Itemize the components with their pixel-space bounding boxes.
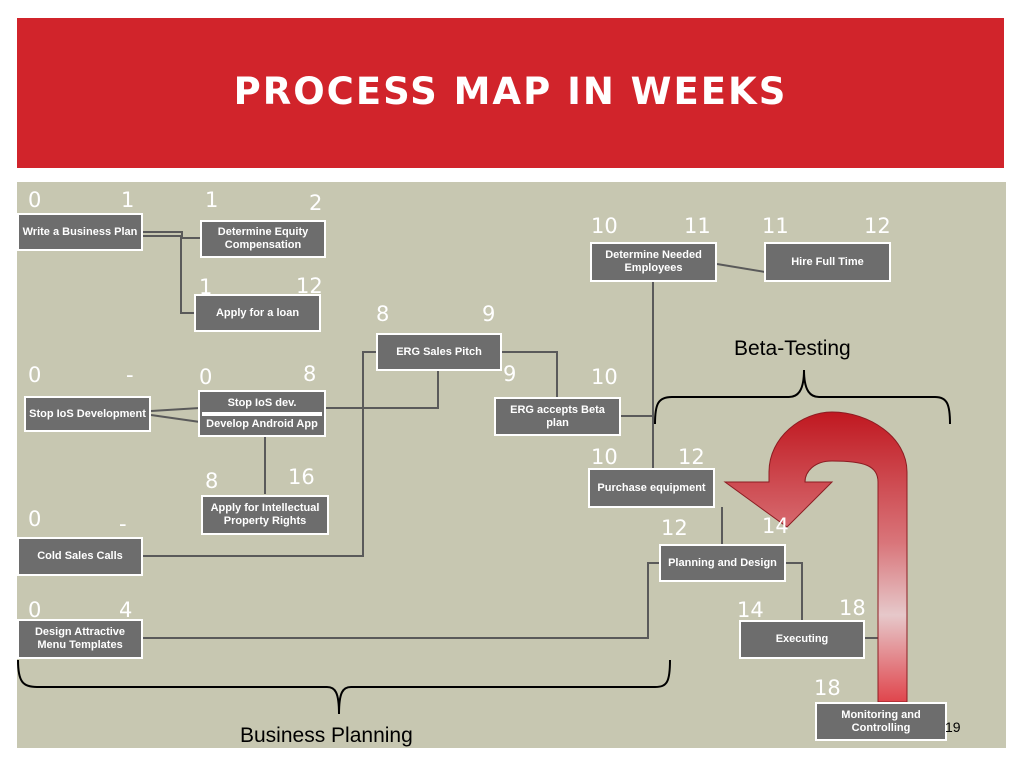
week-end-ip: 16 [288, 465, 315, 489]
task-write-business-plan[interactable]: Write a Business Plan [17, 213, 143, 251]
slide-title: PROCESS MAP IN WEEKS [233, 70, 788, 113]
task-apply-intellectual-property[interactable]: Apply for Intellectual Property Rights [201, 495, 329, 535]
week-start-loan: 1 [199, 275, 213, 299]
week-end-cold: - [119, 512, 127, 536]
connector-executing-to-monitoring [864, 637, 880, 703]
business-planning-brace [17, 659, 671, 715]
task-purchase-equipment[interactable]: Purchase equipment [588, 468, 715, 508]
week-end-stop-ios: - [126, 363, 134, 387]
connector-planning-to-executing [786, 562, 803, 620]
task-erg-sales-pitch[interactable]: ERG Sales Pitch [376, 333, 502, 371]
week-end-menu: 4 [119, 598, 133, 622]
week-start-accepts: 9 [503, 362, 517, 386]
task-apply-loan[interactable]: Apply for a loan [194, 294, 321, 332]
week-start-purchase: 10 [591, 445, 618, 469]
week-start-hire: 11 [762, 214, 789, 238]
week-start-planning: 12 [661, 516, 688, 540]
connector-stopios-to-stopdev-2 [150, 414, 201, 423]
week-start-menu: 0 [28, 598, 42, 622]
week-start-write-plan: 0 [28, 188, 42, 212]
week-end-equity: 2 [309, 191, 323, 215]
connector-pitch-to-accepts [501, 351, 558, 398]
connector-layer [17, 231, 951, 715]
week-end-hire: 12 [864, 214, 891, 238]
connector-menu-to-planning [143, 562, 659, 639]
connector-stopdev-to-pitch [326, 370, 439, 409]
connector-stopios-to-stopdev [150, 407, 201, 412]
week-end-purchase: 12 [678, 445, 705, 469]
week-end-write-plan: 1 [121, 188, 135, 212]
week-start-stop-dev: 0 [199, 365, 213, 389]
week-start-monitoring: 18 [814, 676, 841, 700]
title-bar: PROCESS MAP IN WEEKS [17, 18, 1004, 168]
task-monitoring-and-controlling[interactable]: Monitoring and Controlling [815, 702, 947, 741]
task-stop-ios-dev-develop-android[interactable]: Stop IoS dev. Develop Android App [198, 390, 326, 437]
task-erg-accepts-beta[interactable]: ERG accepts Beta plan [494, 397, 621, 436]
beta-testing-brace [654, 369, 951, 425]
week-end-planning: 14 [762, 514, 789, 538]
week-start-pitch: 8 [376, 302, 390, 326]
box-divider [202, 411, 322, 416]
week-start-executing: 14 [737, 598, 764, 622]
task-design-menu-templates[interactable]: Design Attractive Menu Templates [17, 619, 143, 659]
week-end-stop-dev: 8 [303, 362, 317, 386]
week-start-cold: 0 [28, 507, 42, 531]
connector-employees-to-hire [716, 263, 766, 273]
task-determine-equity[interactable]: Determine Equity Compensation [200, 220, 326, 258]
week-end-pitch: 9 [482, 302, 496, 326]
week-end-employees: 11 [684, 214, 711, 238]
task-hire-full-time[interactable]: Hire Full Time [764, 242, 891, 282]
task-planning-and-design[interactable]: Planning and Design [659, 544, 786, 582]
page-number: 19 [945, 719, 961, 735]
task-executing[interactable]: Executing [739, 620, 865, 659]
week-start-ip: 8 [205, 469, 219, 493]
business-planning-label: Business Planning [240, 724, 413, 747]
week-end-executing: 18 [839, 596, 866, 620]
beta-testing-label: Beta-Testing [734, 337, 851, 360]
week-end-accepts: 10 [591, 365, 618, 389]
week-start-equity: 1 [205, 188, 219, 212]
connector-plan-to-loan [141, 235, 194, 314]
task-stop-ios-development[interactable]: Stop IoS Development [24, 396, 151, 432]
week-start-employees: 10 [591, 214, 618, 238]
u-turn-arrow [723, 411, 908, 703]
task-determine-needed-employees[interactable]: Determine Needed Employees [590, 242, 717, 282]
task-cold-sales-calls[interactable]: Cold Sales Calls [17, 537, 143, 576]
connector-cold-to-pitch [143, 351, 376, 557]
week-start-stop-ios: 0 [28, 363, 42, 387]
week-end-loan: 12 [296, 274, 323, 298]
